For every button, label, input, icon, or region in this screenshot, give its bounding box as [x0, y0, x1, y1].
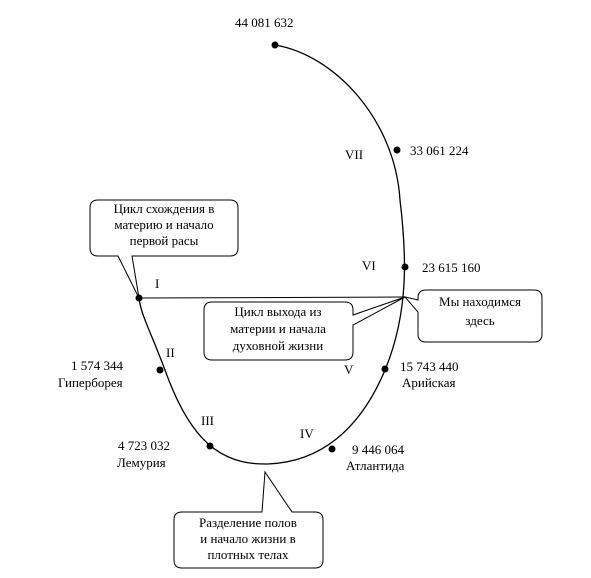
marker-iv — [328, 445, 336, 453]
callout-descent-line-2: материю и начало — [114, 217, 213, 232]
point-iii-place: Лемурия — [117, 455, 166, 470]
point-top-number: 44 081 632 — [235, 15, 294, 30]
callout-ascent: Цикл выхода из материи и начала духовной… — [203, 296, 406, 361]
callout-ascent-line-2: материи и начала — [230, 321, 326, 336]
marker-v — [381, 365, 389, 373]
callout-descent-line-3: первой расы — [130, 233, 199, 248]
race-vi: VI — [362, 258, 376, 273]
race-ii: II — [166, 345, 175, 360]
callout-descent: Цикл схождения в материю и начало первой… — [89, 199, 239, 299]
race-vii: VII — [345, 147, 363, 162]
point-ii-number: 1 574 344 — [71, 358, 124, 373]
connector-line — [138, 296, 406, 299]
callout-here-line-2: здесь — [465, 313, 494, 328]
point-vi-number: 23 615 160 — [422, 260, 481, 275]
point-iii-number: 4 723 032 — [118, 438, 170, 453]
callout-here: Мы находимся здесь — [403, 289, 543, 343]
marker-i — [135, 294, 143, 302]
callout-ascent-line-3: духовной жизни — [233, 338, 323, 353]
callout-here-line-1: Мы находимся — [439, 294, 521, 309]
point-iv-place: Атлантида — [346, 458, 405, 473]
markers — [135, 41, 409, 453]
point-vii-number: 33 061 224 — [410, 143, 469, 158]
marker-ii — [156, 366, 164, 374]
callout-descent-line-1: Цикл схождения в — [114, 201, 215, 216]
callout-separation-line-1: Разделение полов — [199, 515, 297, 530]
marker-vi — [401, 263, 409, 271]
callout-ascent-line-1: Цикл выхода из — [234, 304, 321, 319]
point-v-number: 15 743 440 — [400, 359, 459, 374]
race-iv: IV — [300, 426, 314, 441]
race-v: V — [344, 362, 354, 377]
point-iv-number: 9 446 064 — [352, 442, 405, 457]
callout-separation-line-2: и начало жизни в — [200, 531, 295, 546]
race-iii: III — [201, 413, 214, 428]
race-i: I — [155, 276, 159, 291]
point-ii-place: Гиперборея — [58, 375, 123, 390]
marker-iii — [206, 442, 214, 450]
marker-top — [271, 41, 279, 49]
marker-vii — [393, 146, 401, 154]
point-v-place: Арийская — [402, 375, 455, 390]
callout-separation-line-3: плотных телах — [207, 547, 289, 562]
cycle-curve — [138, 44, 406, 465]
callout-separation: Разделение полов и начало жизни в плотны… — [173, 470, 324, 569]
